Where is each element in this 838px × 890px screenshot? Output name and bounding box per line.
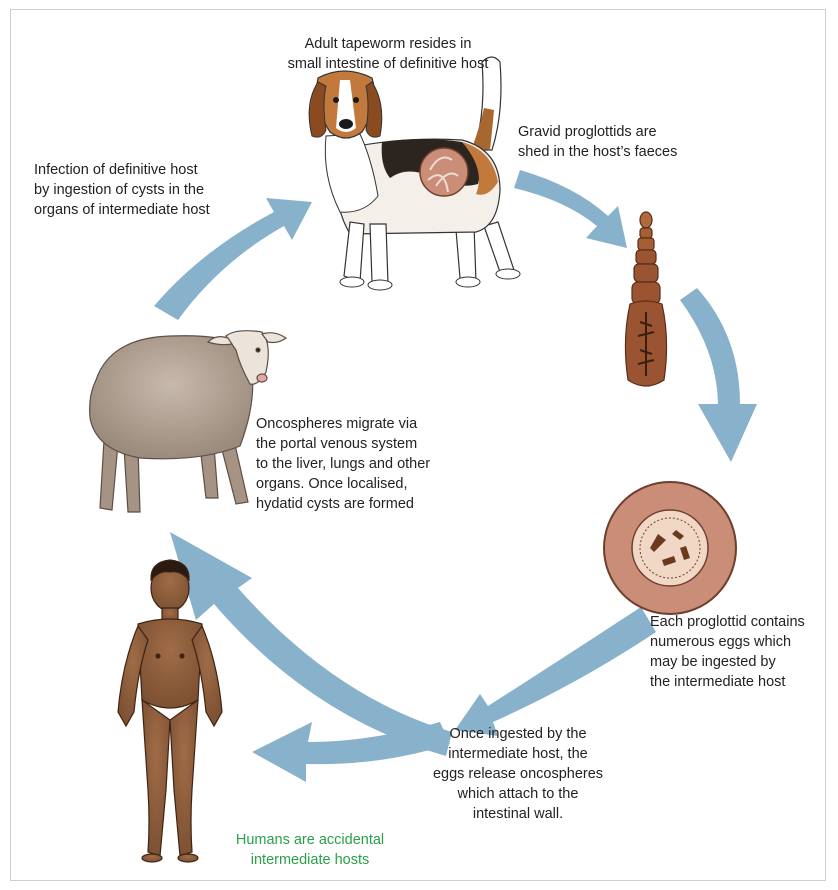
beagle-dog-icon	[309, 57, 520, 290]
label-once-ingested: Once ingested by the intermediate host, …	[398, 724, 638, 824]
arrow-dog-to-proglottid	[514, 170, 627, 248]
label-each-proglottid: Each proglottid contains numerous eggs w…	[650, 612, 830, 692]
label-adult-tapeworm: Adult tapeworm resides in small intestin…	[238, 34, 538, 74]
label-gravid-proglottids: Gravid proglottids are shed in the host’…	[518, 122, 758, 162]
arrow-egg-to-intermediate	[455, 607, 656, 736]
label-infection-definitive-host: Infection of definitive host by ingestio…	[34, 160, 274, 220]
arrow-proglottid-to-egg	[680, 288, 757, 462]
intestine-cyst-icon	[420, 148, 468, 196]
tapeworm-proglottid-icon	[625, 212, 666, 386]
egg-cross-section-icon	[604, 482, 736, 614]
label-oncospheres-migrate: Oncospheres migrate via the portal venou…	[256, 414, 486, 514]
label-humans-accidental: Humans are accidental intermediate hosts	[210, 830, 410, 870]
